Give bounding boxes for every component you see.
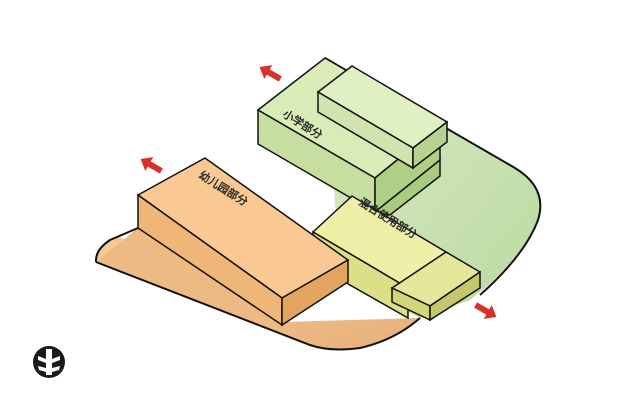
- arrow-southeast-icon: [474, 302, 497, 319]
- kindergarten-block: [136, 157, 350, 327]
- site-outline: [94, 57, 542, 351]
- kindergarten-side: [281, 258, 349, 327]
- primary-school-block: [256, 57, 449, 216]
- mixed-use-block: [311, 195, 482, 322]
- arrow-northwest-icon: [140, 157, 163, 174]
- primary-connector-side: [373, 158, 441, 216]
- mixed-step-side: [429, 270, 481, 322]
- site-ground-orange-left: [96, 228, 310, 345]
- site-ground-orange: [95, 236, 420, 350]
- primary-bar-side: [412, 120, 448, 170]
- arrow-northwest-icon: [259, 65, 282, 82]
- north-compass-logo-icon: [33, 346, 65, 378]
